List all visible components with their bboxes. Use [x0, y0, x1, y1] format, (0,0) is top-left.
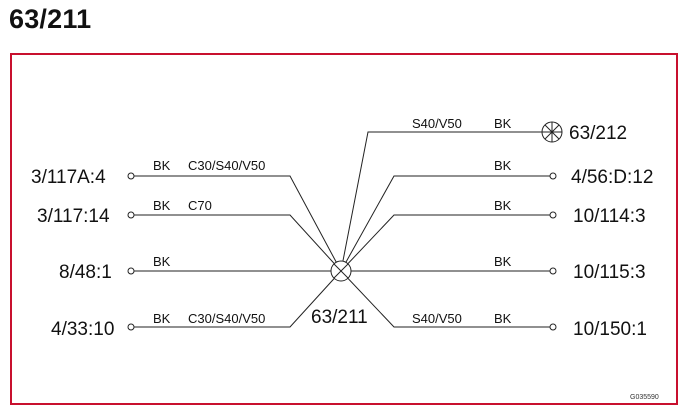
right-wire-2: 4/56:D:12 BK — [340, 158, 653, 272]
terminal-icon — [127, 172, 135, 180]
connector-label: 10/150:1 — [573, 319, 647, 340]
connector-label: 3/117:14 — [37, 206, 110, 227]
terminal-icon — [549, 267, 557, 275]
connector-label: 4/56:D:12 — [571, 167, 653, 188]
left-wire-3: 8/48:1 BK — [59, 254, 331, 283]
terminal-icon — [127, 267, 135, 275]
terminal-icon — [549, 323, 557, 331]
terminal-icon — [549, 211, 557, 219]
wire-variant-label: S40/V50 — [412, 311, 462, 326]
terminal-icon — [549, 172, 557, 180]
wire-color-label: BK — [153, 254, 171, 269]
reference-code: G035590 — [630, 394, 659, 401]
wire-color-label: BK — [494, 254, 512, 269]
connector-label: 63/212 — [569, 123, 627, 144]
wire-color-label: BK — [494, 311, 512, 326]
right-wire-5: 10/150:1 S40/V50 BK — [340, 270, 647, 340]
terminal-icon — [127, 211, 135, 219]
diagram-frame — [10, 53, 678, 405]
connector-label: 10/114:3 — [573, 206, 646, 227]
wire-color-label: BK — [494, 198, 512, 213]
wire-variant-label: C30/S40/V50 — [188, 158, 265, 173]
wire-color-label: BK — [153, 158, 171, 173]
left-wire-1: 3/117A:4 BK C30/S40/V50 — [31, 158, 342, 272]
left-wire-4: 4/33:10 BK C30/S40/V50 — [51, 270, 342, 340]
connector-label: 3/117A:4 — [31, 167, 106, 188]
wire-color-label: BK — [494, 116, 512, 131]
splice-icon — [330, 260, 352, 282]
wire-variant-label: C30/S40/V50 — [188, 311, 265, 326]
right-wire-3: 10/114:3 BK — [340, 198, 646, 272]
wire-color-label: BK — [153, 311, 171, 326]
right-wire-1: 63/212 S40/V50 BK — [340, 116, 627, 272]
terminal-icon — [127, 323, 135, 331]
splice-label: 63/211 — [311, 307, 368, 328]
ground-icon — [541, 121, 563, 143]
connector-label: 8/48:1 — [59, 262, 112, 283]
wire-variant-label: S40/V50 — [412, 116, 462, 131]
wire-color-label: BK — [153, 198, 171, 213]
page-title: 63/211 — [9, 4, 92, 34]
wire-variant-label: C70 — [188, 198, 212, 213]
wire-color-label: BK — [494, 158, 512, 173]
right-wire-4: 10/115:3 BK — [351, 254, 646, 283]
connector-label: 10/115:3 — [573, 262, 646, 283]
connector-label: 4/33:10 — [51, 319, 114, 340]
left-wire-2: 3/117:14 BK C70 — [37, 198, 342, 272]
